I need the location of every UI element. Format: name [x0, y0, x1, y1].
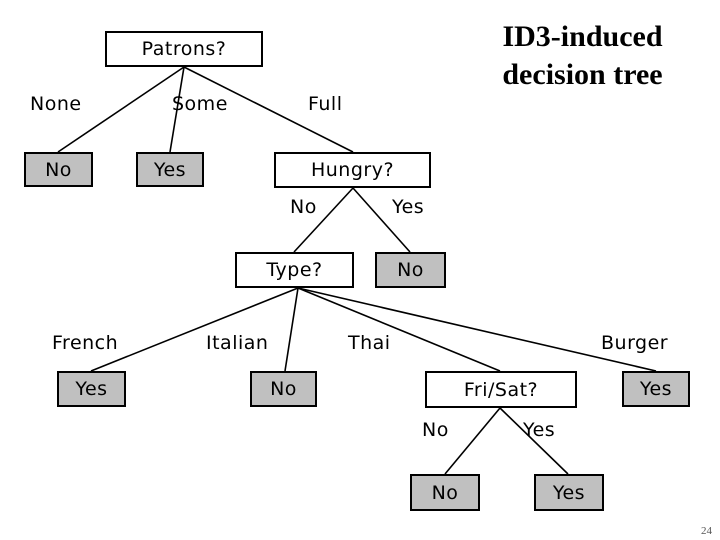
tree-edge-hungry_no_type-to-italian_no: [284, 287, 299, 372]
edge-label-some-1: Some: [172, 93, 228, 115]
tree-node-frisat[interactable]: Fri/Sat?: [425, 371, 577, 408]
tree-node-none_no[interactable]: No: [24, 152, 93, 187]
edge-label-full-2: Full: [308, 93, 343, 115]
tree-node-hungry_no_type[interactable]: Type?: [235, 252, 354, 288]
edge-label-burger-8: Burger: [601, 332, 669, 354]
tree-edge-patrons-to-hungry: [183, 66, 354, 153]
tree-edge-frisat-to-frisat_no: [444, 407, 501, 475]
tree-node-french_yes[interactable]: Yes: [57, 371, 126, 407]
tree-node-frisat_no[interactable]: No: [410, 474, 480, 511]
tree-node-burger_yes[interactable]: Yes: [622, 371, 690, 407]
edge-label-yes-10: Yes: [523, 419, 556, 441]
title-line-1: ID3-induced: [502, 20, 663, 53]
page-number: 24: [701, 525, 712, 537]
edge-label-yes-4: Yes: [392, 196, 425, 218]
tree-edge-patrons-to-some_yes: [169, 66, 185, 153]
tree-edge-hungry-to-hungry_no_type: [293, 187, 354, 253]
tree-node-frisat_yes[interactable]: Yes: [534, 474, 604, 511]
tree-edge-patrons-to-none_no: [57, 66, 185, 153]
edge-label-french-5: French: [52, 332, 119, 354]
tree-node-italian_no[interactable]: No: [250, 371, 317, 407]
edge-label-italian-6: Italian: [206, 332, 269, 354]
tree-edge-hungry-to-hungry_yes_no: [352, 187, 411, 253]
tree-node-some_yes[interactable]: Yes: [136, 152, 204, 187]
tree-edge-hungry_no_type-to-french_yes: [90, 287, 299, 372]
tree-node-patrons[interactable]: Patrons?: [105, 31, 263, 67]
edge-label-no-9: No: [422, 419, 449, 441]
edge-label-thai-7: Thai: [348, 332, 391, 354]
tree-node-hungry[interactable]: Hungry?: [274, 152, 431, 188]
page-title: ID3-induced decision tree: [455, 18, 710, 94]
edge-label-no-3: No: [290, 196, 317, 218]
tree-edge-frisat-to-frisat_yes: [499, 407, 569, 475]
tree-node-hungry_yes_no[interactable]: No: [375, 252, 446, 288]
tree-edge-hungry_no_type-to-frisat: [297, 287, 501, 372]
edge-label-none-0: None: [30, 93, 82, 115]
tree-edge-hungry_no_type-to-burger_yes: [297, 287, 657, 372]
title-line-2: decision tree: [502, 58, 663, 91]
